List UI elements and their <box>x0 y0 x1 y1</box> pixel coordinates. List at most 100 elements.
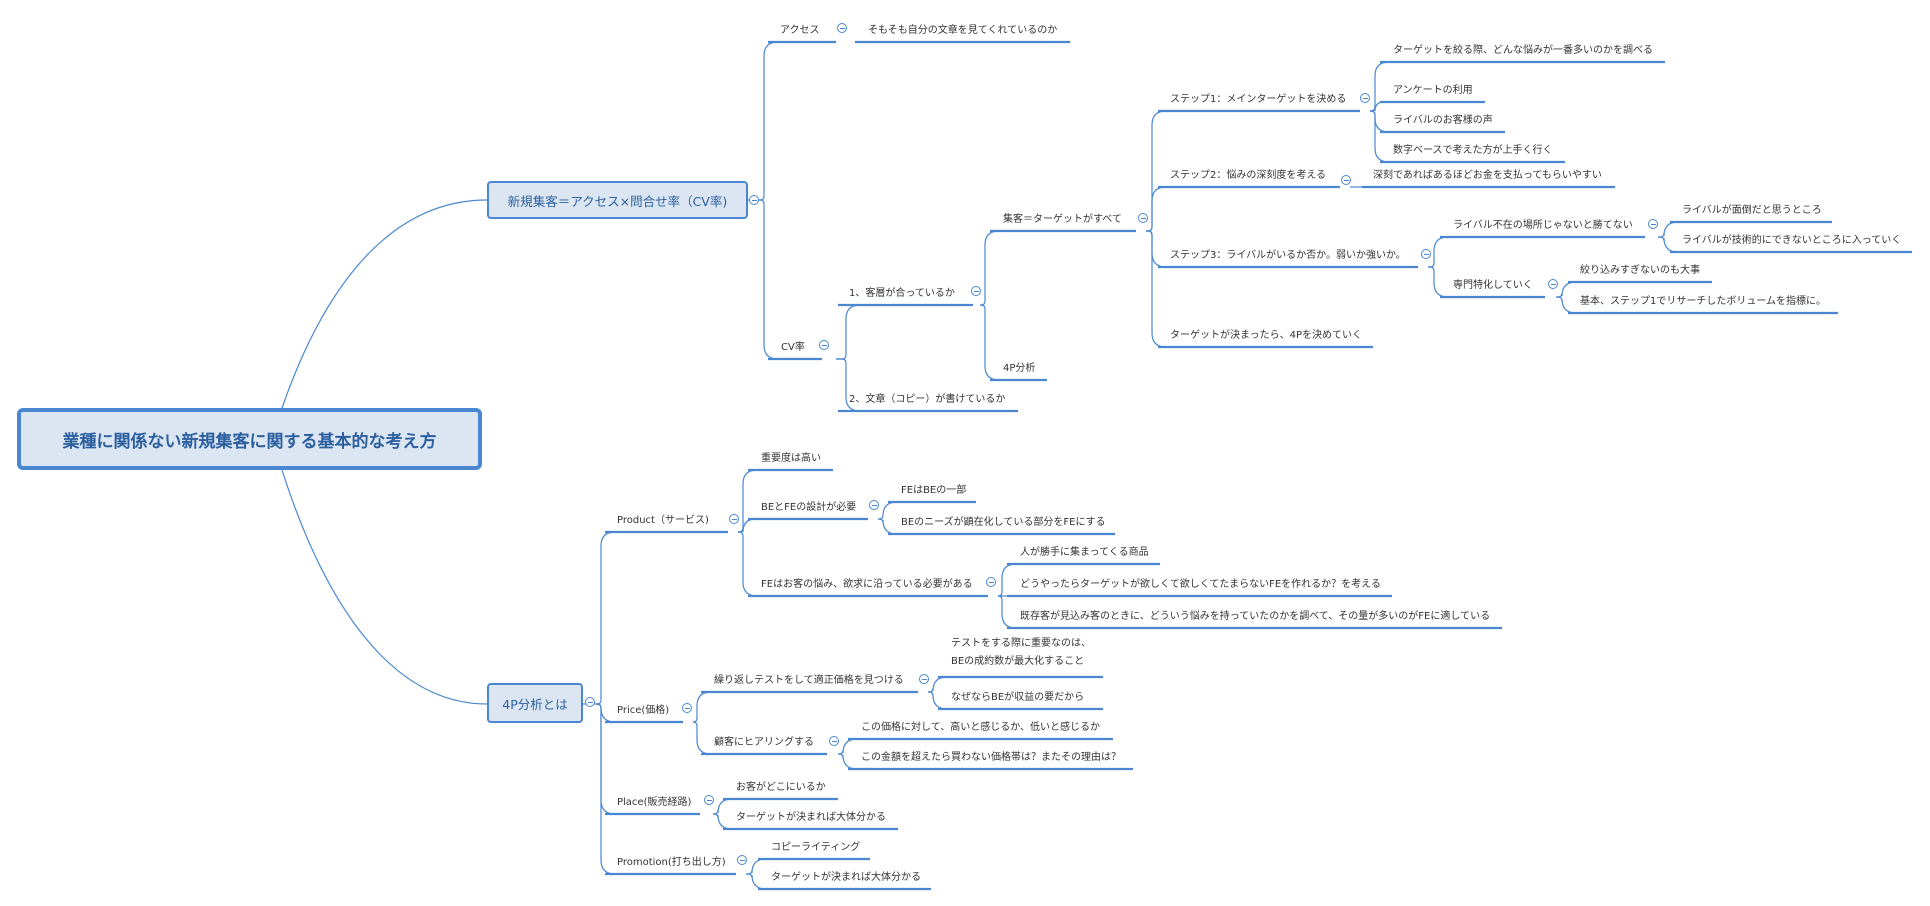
topic-step1[interactable]: ステップ1：メインターゲットを決める <box>1170 94 1347 105</box>
topic-price-a1[interactable]: テストをする際に重要なのは、 BEの成約数が最大化すること <box>951 637 1091 669</box>
topic-access[interactable]: アクセス <box>780 25 820 36</box>
branch-connector <box>1146 230 1167 348</box>
branch-connector <box>746 873 767 890</box>
central-topic[interactable]: 業種に関係ない新規集客に関する基本的な考え方 <box>17 408 482 470</box>
root-connector <box>281 199 488 409</box>
collapse-icon-step3[interactable] <box>1421 249 1431 259</box>
branch-connector <box>1658 236 1679 253</box>
branch-connector <box>836 358 861 412</box>
branch-connector <box>738 518 757 533</box>
branch-connector <box>738 531 758 597</box>
collapse-icon-product[interactable] <box>729 514 739 524</box>
topic-price-a1-line1: テストをする際に重要なのは、 <box>951 638 1091 649</box>
topic-cvr[interactable]: CV率 <box>781 342 805 353</box>
collapse-icon-place[interactable] <box>704 795 714 805</box>
branch-connector <box>928 676 948 693</box>
topic-target-all[interactable]: 集客＝ターゲットがすべて <box>1003 214 1122 225</box>
collapse-icon-step2[interactable] <box>1341 175 1351 185</box>
branch-connector <box>836 304 861 360</box>
branch-connector <box>754 199 779 360</box>
branch-connector <box>596 703 616 723</box>
topic-product-b[interactable]: BEとFEの設計が必要 <box>761 502 857 513</box>
collapse-icon-access[interactable] <box>837 23 847 33</box>
branch-connector <box>997 563 1017 597</box>
branch-connector <box>1428 236 1449 268</box>
collapse-icon-step3-a[interactable] <box>1648 219 1658 229</box>
topic-price-b1[interactable]: この価格に対して、高いと感じるか、低いと感じるか <box>861 722 1100 733</box>
branch-connector <box>1556 281 1577 298</box>
topic-product-b1[interactable]: FEはBEの一部 <box>901 485 967 496</box>
branch-connector <box>1146 186 1167 232</box>
branch-connector <box>1370 61 1390 112</box>
branch-connector <box>692 721 712 755</box>
branch-connector <box>738 469 758 533</box>
topic-promotion[interactable]: Promotion(打ち出し方) <box>617 857 726 868</box>
topic-place[interactable]: Place(販売経路) <box>617 797 692 808</box>
topic-step1-b[interactable]: アンケートの利用 <box>1393 85 1473 96</box>
topic-step1-d[interactable]: 数字ベースで考えた方が上手く行く <box>1393 145 1553 156</box>
topic-product-c2[interactable]: どうやったらターゲットが欲しくて欲しくてたまらないFEを作れるか？を考える <box>1020 579 1381 590</box>
topic-step3-b2[interactable]: 基本、ステップ1でリサーチしたボリュームを指標に。 <box>1580 296 1827 307</box>
collapse-icon-price[interactable] <box>682 703 692 713</box>
topic-product-c3[interactable]: 既存客が見込み客のときに、どういう悩みを持っていたのかを調べて、その量が多いのが… <box>1020 611 1491 622</box>
collapse-icon-4p[interactable] <box>585 697 595 707</box>
topic-price[interactable]: Price(価格) <box>617 705 670 716</box>
collapse-icon-step3-b[interactable] <box>1548 279 1558 289</box>
topic-step3-a[interactable]: ライバル不在の場所じゃないと勝てない <box>1453 220 1633 231</box>
collapse-icon-step1[interactable] <box>1360 93 1370 103</box>
topic-product-c1[interactable]: 人が勝手に集まってくる商品 <box>1020 547 1149 558</box>
topic-copy-written[interactable]: 2、文章（コピー）が書けているか <box>849 394 1006 405</box>
branch-connector <box>1370 110 1390 163</box>
topic-access-note[interactable]: そもそも自分の文章を見てくれているのか <box>868 25 1058 36</box>
topic-step3-a2[interactable]: ライバルが技術的にできないところに入っていく <box>1682 235 1902 246</box>
topic-step1-c[interactable]: ライバルのお客様の声 <box>1393 115 1493 126</box>
collapse-icon-new-customer[interactable] <box>749 195 759 205</box>
topic-step3[interactable]: ステップ3：ライバルがいるか否か。弱いか強いか。 <box>1170 250 1406 261</box>
branch-connector <box>1146 110 1167 232</box>
branch-connector <box>746 858 767 875</box>
topic-promotion-b[interactable]: ターゲットが決まれば大体分かる <box>771 872 921 883</box>
branch-connector <box>878 501 898 520</box>
collapse-icon-target-all[interactable] <box>1138 213 1148 223</box>
topic-place-b[interactable]: ターゲットが決まれば大体分かる <box>736 812 886 823</box>
branch-connector <box>838 738 858 755</box>
topic-step1-a[interactable]: ターゲットを絞る際、どんな悩みが一番多いのかを調べる <box>1393 45 1653 56</box>
topic-price-b[interactable]: 顧客にヒアリングする <box>714 737 814 748</box>
collapse-icon-cvr[interactable] <box>819 340 829 350</box>
topic-product[interactable]: Product（サービス) <box>617 515 709 526</box>
topic-target-decided[interactable]: ターゲットが決まったら、4Pを決めていく <box>1170 330 1362 341</box>
branch-connector <box>980 304 1000 381</box>
topic-place-a[interactable]: お客がどこにいるか <box>736 782 826 793</box>
collapse-icon-customer-match[interactable] <box>971 286 981 296</box>
main-topic-4p[interactable]: 4P分析とは <box>487 683 583 723</box>
topic-step3-a1[interactable]: ライバルが面倒だと思うところ <box>1682 205 1822 216</box>
topic-step2-a[interactable]: 深刻であればあるほどお金を支払ってもらいやすい <box>1373 170 1602 181</box>
branch-connector <box>928 691 948 710</box>
branch-connector <box>1556 296 1577 314</box>
topic-product-b2[interactable]: BEのニーズが顕在化している部分をFEにする <box>901 517 1106 528</box>
topic-price-a2[interactable]: なぜならBEが収益の要だから <box>951 692 1085 703</box>
topic-promotion-a[interactable]: コピーライティング <box>771 842 861 853</box>
branch-connector <box>1370 101 1385 112</box>
topic-product-c[interactable]: FEはお客の悩み、欲求に沿っている必要がある <box>761 579 973 590</box>
topic-customer-match[interactable]: 1、客層が合っているか <box>849 288 955 299</box>
topic-price-a[interactable]: 繰り返しテストをして適正価格を見つける <box>714 675 904 686</box>
collapse-icon-promotion[interactable] <box>737 855 747 865</box>
collapse-icon-product-c[interactable] <box>986 577 996 587</box>
branch-connector <box>596 703 616 815</box>
topic-price-b2[interactable]: この金額を超えたら買わない価格帯は？またその理由は？ <box>861 752 1121 763</box>
topic-step3-b[interactable]: 専門特化していく <box>1453 280 1533 291</box>
branch-connector <box>713 798 733 815</box>
collapse-icon-product-b[interactable] <box>869 500 879 510</box>
topic-step2[interactable]: ステップ2：悩みの深刻度を考える <box>1170 170 1327 181</box>
main-topic-new-customer[interactable]: 新規集客＝アクセス×問合せ率（CV率) <box>487 181 748 219</box>
topic-product-a[interactable]: 重要度は高い <box>761 453 821 464</box>
branch-connector <box>1370 110 1390 133</box>
branch-connector <box>713 813 733 830</box>
collapse-icon-price-a[interactable] <box>919 674 929 684</box>
topic-step3-b1[interactable]: 絞り込みすぎないのも大事 <box>1580 265 1700 276</box>
branch-connector <box>692 691 712 723</box>
collapse-icon-price-b[interactable] <box>829 736 839 746</box>
topic-4p-analysis[interactable]: 4P分析 <box>1003 363 1036 374</box>
topic-price-a1-line2: BEの成約数が最大化すること <box>951 656 1085 667</box>
